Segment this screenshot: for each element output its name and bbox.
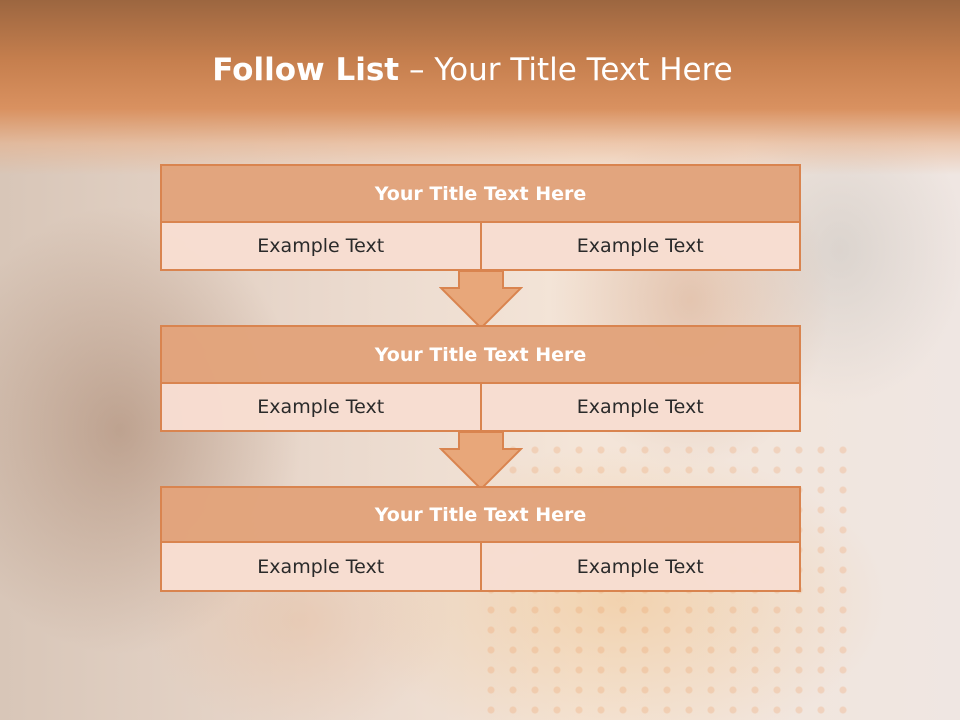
header-band xyxy=(0,0,960,175)
step-block-1: Your Title Text Here Example Text Exampl… xyxy=(160,164,801,271)
step-row: Example Text Example Text xyxy=(162,223,799,269)
step-cell-right: Example Text xyxy=(479,543,799,590)
step-cell-left: Example Text xyxy=(162,223,480,269)
step-heading: Your Title Text Here xyxy=(162,166,799,223)
step-row: Example Text Example Text xyxy=(162,384,799,430)
step-cell-left: Example Text xyxy=(162,384,480,430)
down-arrow-icon xyxy=(439,431,523,491)
step-cell-right: Example Text xyxy=(479,223,799,269)
step-row: Example Text Example Text xyxy=(162,543,799,590)
step-heading: Your Title Text Here xyxy=(162,488,799,543)
step-cell-left: Example Text xyxy=(162,543,480,590)
step-heading: Your Title Text Here xyxy=(162,327,799,384)
step-block-3: Your Title Text Here Example Text Exampl… xyxy=(160,486,801,592)
down-arrow-icon xyxy=(439,270,523,330)
title-rest: – Your Title Text Here xyxy=(399,52,733,88)
step-block-2: Your Title Text Here Example Text Exampl… xyxy=(160,325,801,432)
title-bold: Follow List xyxy=(212,52,400,88)
slide-title: Follow List – Your Title Text Here xyxy=(0,52,945,88)
step-cell-right: Example Text xyxy=(479,384,799,430)
